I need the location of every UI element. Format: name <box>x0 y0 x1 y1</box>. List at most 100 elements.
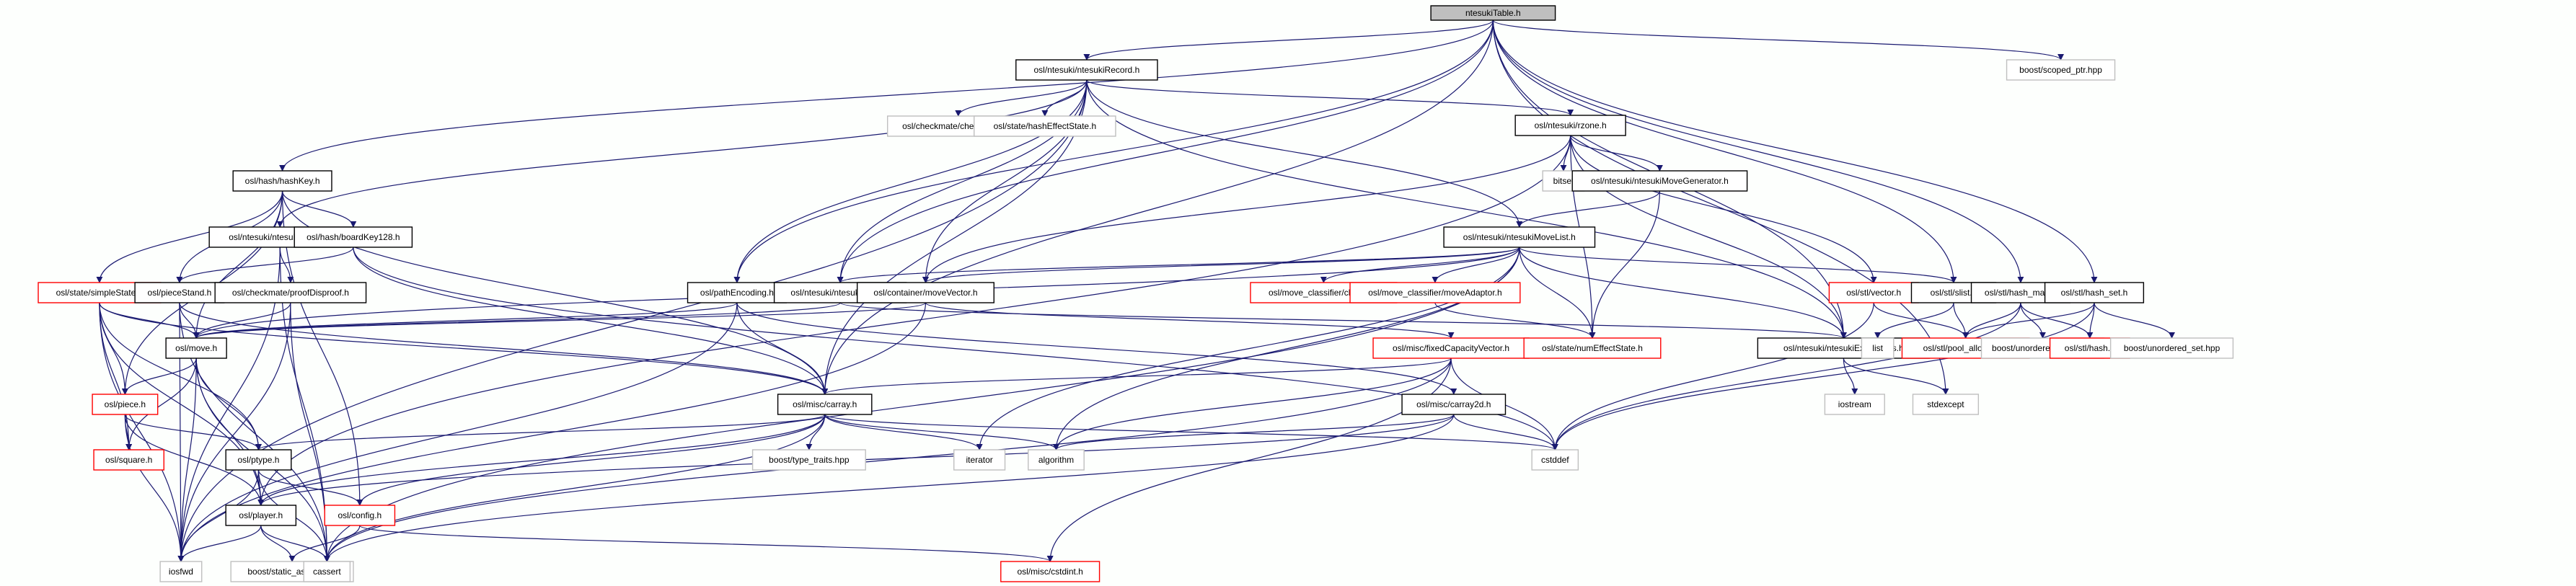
node-box[interactable] <box>294 226 413 248</box>
node-proofdisproof[interactable]: osl/checkmate/proofDisproof.h <box>214 282 367 303</box>
node-ntesukimovegenerator[interactable]: osl/ntesuki/ntesukiMoveGenerator.h <box>1571 170 1748 192</box>
node-cassert[interactable]: cassert <box>303 561 351 582</box>
node-box[interactable] <box>1514 115 1626 136</box>
edge-slist-to-pool_allocator <box>1953 302 1970 339</box>
node-box[interactable] <box>159 561 203 582</box>
node-box[interactable] <box>953 449 1006 471</box>
node-type-traits[interactable]: boost/type_traits.hpp <box>751 449 866 471</box>
node-label: osl/pathEncoding.h <box>700 288 774 298</box>
edge-hash_set-to-pool_allocator <box>1962 302 2095 339</box>
node-box[interactable] <box>324 505 396 526</box>
edge-boardKey128-to-carray <box>353 247 829 395</box>
node-iosfwd[interactable]: iosfwd <box>159 561 203 582</box>
node-box[interactable] <box>1531 449 1579 471</box>
node-rzone[interactable]: osl/ntesuki/rzone.h <box>1514 115 1626 136</box>
node-list[interactable]: list <box>1861 337 1894 359</box>
node-root[interactable]: ntesukiTable.h <box>1430 5 1556 21</box>
node-fixedcapacityvector[interactable]: osl/misc/fixedCapacityVector.h <box>1372 337 1530 359</box>
node-box[interactable] <box>1757 337 1931 359</box>
node-box[interactable] <box>165 337 227 359</box>
node-box[interactable] <box>1824 394 1885 415</box>
edge-root-to-stdexcept <box>1492 19 1949 395</box>
node-square[interactable]: osl/square.h <box>93 449 164 471</box>
node-box[interactable] <box>1912 394 1980 415</box>
node-box[interactable] <box>303 561 351 582</box>
node-box[interactable] <box>1443 226 1596 248</box>
edge-ntesukiExceptions-to-stdexcept <box>1843 358 1949 395</box>
edge-root-to-hash_map <box>1492 19 2024 283</box>
node-cstdint[interactable]: osl/misc/cstdint.h <box>1000 561 1100 582</box>
node-piece[interactable]: osl/piece.h <box>92 394 159 415</box>
node-stdexcept[interactable]: stdexcept <box>1912 394 1980 415</box>
node-box[interactable] <box>1349 282 1521 303</box>
edge-player-to-iosfwd <box>177 525 262 562</box>
node-box[interactable] <box>1372 337 1530 359</box>
node-box[interactable] <box>134 282 225 303</box>
node-move[interactable]: osl/move.h <box>165 337 227 359</box>
node-algorithm[interactable]: algorithm <box>1028 449 1085 471</box>
node-box[interactable] <box>1523 337 1662 359</box>
node-iterator[interactable]: iterator <box>953 449 1006 471</box>
node-box[interactable] <box>777 394 873 415</box>
node-box[interactable] <box>687 282 788 303</box>
node-box[interactable] <box>93 449 164 471</box>
edge-simpleState-to-move <box>99 302 200 339</box>
edge-ntesukiMoveList-to-moveAdaptor <box>1432 247 1520 283</box>
node-box[interactable] <box>1430 5 1556 21</box>
node-box[interactable] <box>2006 59 2116 81</box>
node-box[interactable] <box>232 170 332 192</box>
node-layer: ntesukiTable.h osl/ntesuki/ntesukiRecord.… <box>38 5 2234 582</box>
edge-config-to-cstdint <box>359 525 1054 562</box>
node-label: osl/piece.h <box>105 399 146 409</box>
node-ntesukimovelist[interactable]: osl/ntesuki/ntesukiMoveList.h <box>1443 226 1596 248</box>
edge-carray2d-to-cassert <box>323 414 1455 562</box>
node-box[interactable] <box>92 394 159 415</box>
node-moveadaptor[interactable]: osl/move_classifier/moveAdaptor.h <box>1349 282 1521 303</box>
node-box[interactable] <box>1015 59 1158 81</box>
node-box[interactable] <box>2044 282 2145 303</box>
node-config[interactable]: osl/config.h <box>324 505 396 526</box>
edge-pathEncoding-to-carray <box>736 302 829 395</box>
node-boardkey128[interactable]: osl/hash/boardKey128.h <box>294 226 413 248</box>
edge-ntesukiRecord-to-checkAssert <box>955 79 1088 117</box>
node-box[interactable] <box>856 282 994 303</box>
node-stlvector[interactable]: osl/stl/vector.h <box>1828 282 1919 303</box>
node-numeffectstate[interactable]: osl/state/numEffectState.h <box>1523 337 1662 359</box>
edge-rzone-to-ntesukiMoveGenerator <box>1570 135 1663 172</box>
node-hash-set[interactable]: osl/stl/hash_set.h <box>2044 282 2145 303</box>
edge-ntesukiRecord-to-moveVector <box>922 79 1088 283</box>
edge-move-to-piece <box>121 358 197 395</box>
node-player[interactable]: osl/player.h <box>225 505 297 526</box>
node-box[interactable] <box>1861 337 1894 359</box>
edge-ntesukiMoveList-to-check_ <box>1320 247 1520 283</box>
node-box[interactable] <box>214 282 367 303</box>
node-unordered-set[interactable]: boost/unordered_set.hpp <box>2109 337 2234 359</box>
node-box[interactable] <box>1401 394 1507 415</box>
node-box[interactable] <box>751 449 866 471</box>
node-ptype[interactable]: osl/ptype.h <box>225 449 292 471</box>
node-box[interactable] <box>1571 170 1748 192</box>
node-scoped-ptr[interactable]: boost/scoped_ptr.hpp <box>2006 59 2116 81</box>
node-box[interactable] <box>225 505 297 526</box>
node-label: osl/hash/hashKey.h <box>245 176 320 186</box>
node-label: osl/misc/fixedCapacityVector.h <box>1393 343 1509 353</box>
node-movevector[interactable]: osl/container/moveVector.h <box>856 282 994 303</box>
node-pathencoding[interactable]: osl/pathEncoding.h <box>687 282 788 303</box>
node-label: iosfwd <box>169 567 193 577</box>
node-hasheffectstate[interactable]: osl/state/hashEffectState.h <box>974 115 1116 137</box>
node-box[interactable] <box>1000 561 1100 582</box>
node-box[interactable] <box>225 449 292 471</box>
node-cstddef[interactable]: cstddef <box>1531 449 1579 471</box>
node-box[interactable] <box>1028 449 1085 471</box>
node-iostream[interactable]: iostream <box>1824 394 1885 415</box>
node-carray2d[interactable]: osl/misc/carray2d.h <box>1401 394 1507 415</box>
node-hashkey[interactable]: osl/hash/hashKey.h <box>232 170 332 192</box>
node-label: osl/stl/hash_map.h <box>1985 288 2057 298</box>
node-ntesukirecord[interactable]: osl/ntesuki/ntesukiRecord.h <box>1015 59 1158 81</box>
node-ntesukiexceptions[interactable]: osl/ntesuki/ntesukiExceptions.h <box>1757 337 1931 359</box>
node-piecestand[interactable]: osl/pieceStand.h <box>134 282 225 303</box>
node-carray[interactable]: osl/misc/carray.h <box>777 394 873 415</box>
node-box[interactable] <box>974 115 1116 137</box>
node-box[interactable] <box>1828 282 1919 303</box>
node-box[interactable] <box>2109 337 2234 359</box>
